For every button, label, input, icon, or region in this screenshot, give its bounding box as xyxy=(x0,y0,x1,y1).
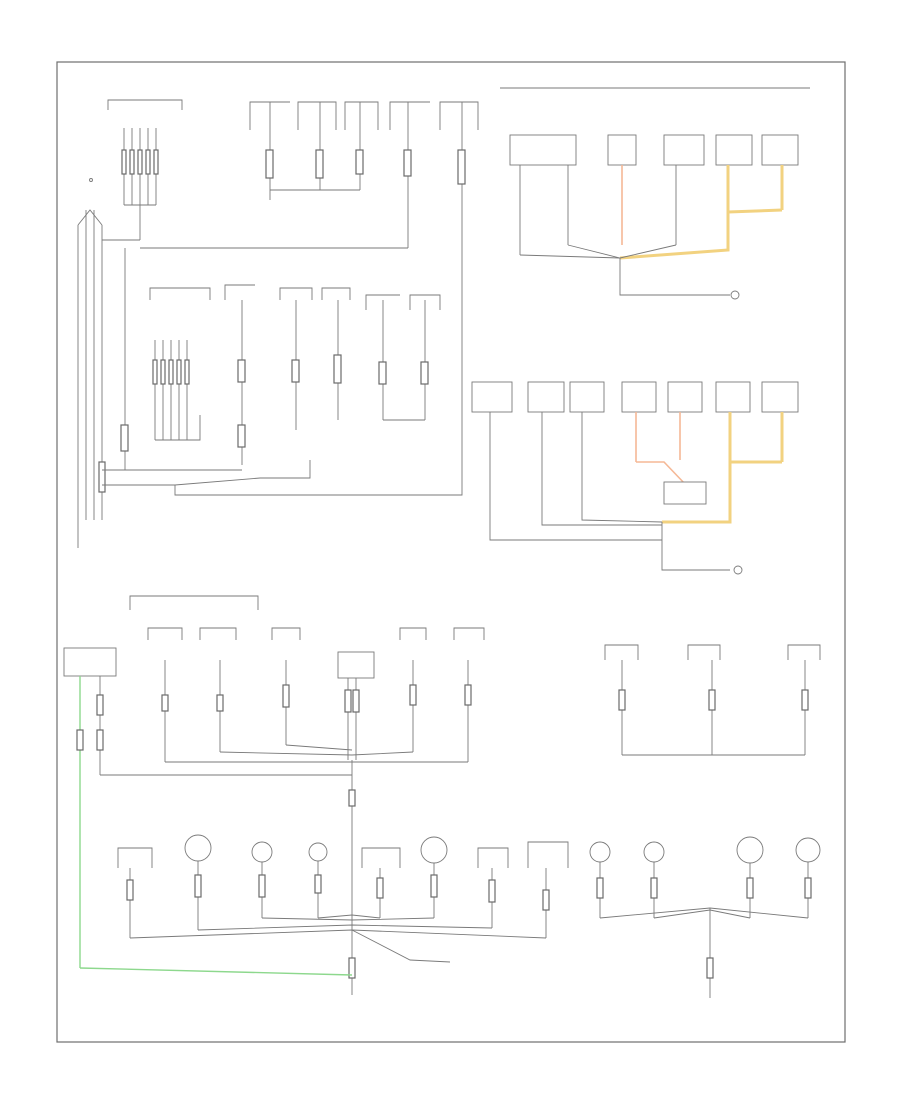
diagram-frame xyxy=(56,61,846,1043)
component-box-14 xyxy=(63,647,117,677)
top-right-section xyxy=(471,87,810,575)
component-box-8 xyxy=(569,381,605,413)
bottom-section xyxy=(79,808,821,998)
component-box-12 xyxy=(761,381,799,413)
component-box-7 xyxy=(527,381,565,413)
component-box-4 xyxy=(715,134,753,166)
component-box-5 xyxy=(761,134,799,166)
middle-section xyxy=(63,595,821,968)
multi-pin-connector-middle xyxy=(152,340,201,441)
component-box-13 xyxy=(663,481,707,505)
component-box-6 xyxy=(471,381,513,413)
component-box-3 xyxy=(663,134,705,166)
component-box-10 xyxy=(667,381,703,413)
component-box-11 xyxy=(715,381,751,413)
component-box-1 xyxy=(509,134,577,166)
component-box-15 xyxy=(337,651,375,679)
component-box-9 xyxy=(621,381,657,413)
component-box-2 xyxy=(607,134,637,166)
top-left-section xyxy=(77,99,479,548)
multi-pin-connector-top xyxy=(121,128,159,206)
